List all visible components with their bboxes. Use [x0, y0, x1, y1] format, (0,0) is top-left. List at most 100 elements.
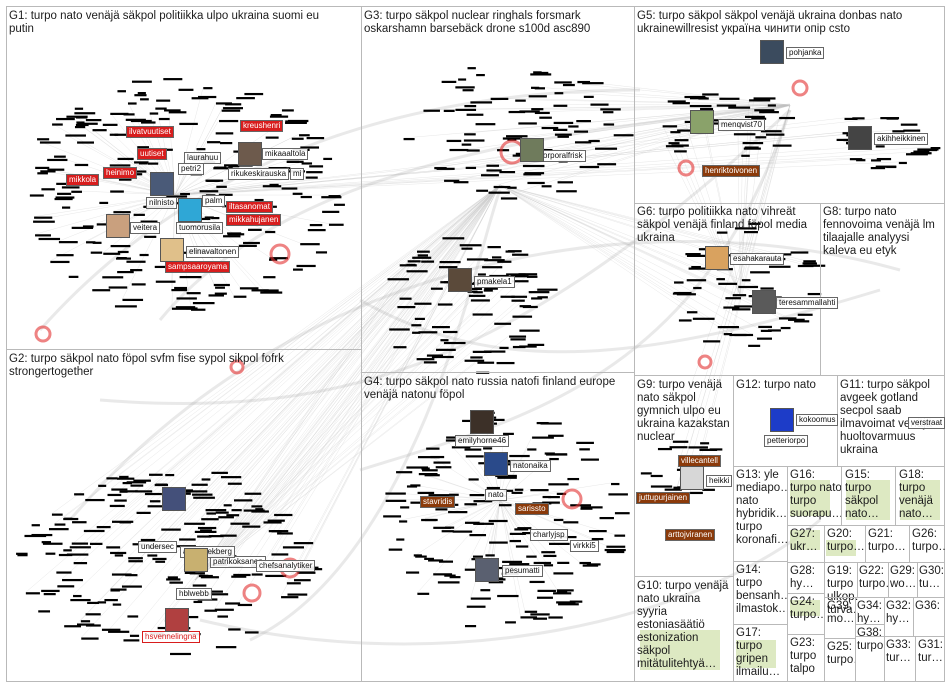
- vertex-node: [198, 574, 213, 578]
- vertex-node: [475, 123, 496, 126]
- vertex-node: [485, 554, 495, 557]
- vertex-node: [417, 592, 430, 595]
- vertex-node: [464, 521, 480, 524]
- vertex-node: [486, 486, 500, 490]
- vertex-node: [579, 448, 590, 451]
- vertex-label: petri2: [178, 163, 205, 175]
- group-label-g25: G25: turpo…: [827, 641, 856, 666]
- group-label-g39: G39: mo…: [827, 600, 855, 625]
- vertex-node: [74, 163, 89, 167]
- vertex-node: [754, 109, 775, 112]
- avatar-corporalfrisk: [520, 138, 544, 162]
- vertex-node: [423, 361, 437, 364]
- vertex-label: verstraat: [908, 417, 946, 429]
- vertex-node: [242, 525, 261, 528]
- vertex-node: [470, 101, 493, 104]
- vertex-node: [502, 137, 523, 140]
- vertex-node: [512, 315, 533, 318]
- edge: [499, 482, 612, 501]
- vertex-node: [537, 296, 548, 299]
- vertex-node: [477, 361, 495, 364]
- vertex-node: [268, 530, 289, 533]
- vertex-node: [184, 522, 205, 525]
- vertex-node: [200, 576, 219, 579]
- vertex-node: [503, 432, 514, 435]
- avatar-undersec: [162, 487, 186, 511]
- group-label-g3: G3: turpo säkpol nuclear ringhals forsma…: [364, 10, 591, 35]
- vertex-node: [92, 129, 107, 132]
- vertex-node: [640, 472, 652, 475]
- vertex-node: [606, 545, 626, 548]
- vertex-node: [56, 182, 72, 185]
- vertex-node: [305, 176, 318, 179]
- vertex-node: [154, 265, 169, 269]
- vertex-node: [415, 555, 427, 558]
- vertex-node: [462, 89, 474, 92]
- vertex-node: [199, 190, 219, 193]
- edge: [63, 184, 501, 519]
- edge: [194, 305, 398, 581]
- vertex-label: rikukeskirauska: [228, 168, 290, 180]
- edge: [267, 184, 501, 520]
- vertex-node: [510, 275, 529, 278]
- vertex-node: [505, 250, 515, 253]
- vertex-node: [285, 121, 307, 124]
- vertex-node: [334, 203, 345, 206]
- vertex-node: [292, 268, 303, 271]
- vertex-node: [506, 273, 526, 276]
- vertex-node: [444, 574, 456, 577]
- vertex-node: [383, 515, 402, 518]
- vertex-node: [844, 117, 858, 121]
- edge: [194, 350, 473, 581]
- edge: [194, 260, 422, 581]
- vertex-node: [103, 252, 121, 255]
- vertex-node: [418, 331, 438, 334]
- vertex-node: [223, 235, 241, 238]
- vertex-node: [418, 472, 438, 476]
- vertex-node: [436, 348, 456, 351]
- vertex-node: [719, 97, 740, 100]
- vertex-node: [197, 526, 217, 530]
- vertex-node: [269, 115, 289, 118]
- vertex-node: [613, 134, 634, 137]
- vertex-node: [123, 639, 140, 642]
- thumbnail-block: [826, 540, 856, 556]
- vertex-node: [97, 601, 107, 604]
- vertex-node: [412, 256, 432, 259]
- vertex-node: [802, 262, 817, 265]
- vertex-node: [414, 302, 432, 305]
- vertex-node: [45, 552, 56, 555]
- vertex-node: [64, 625, 81, 628]
- vertex-node: [34, 216, 53, 219]
- vertex-node: [300, 195, 312, 199]
- vertex-node: [913, 150, 930, 153]
- vertex-node: [263, 521, 282, 524]
- highlight-ring: [229, 359, 245, 375]
- vertex-node: [144, 492, 162, 496]
- avatar-veitera: [106, 214, 130, 238]
- vertex-node: [66, 553, 89, 556]
- vertex-node: [731, 308, 751, 311]
- vertex-node: [536, 421, 549, 425]
- highlight-ring: [242, 583, 262, 603]
- vertex-node: [514, 488, 524, 491]
- edge: [194, 260, 408, 581]
- edge: [499, 184, 675, 293]
- vertex-node: [85, 624, 101, 627]
- vertex-node: [524, 610, 538, 613]
- edge: [499, 184, 761, 288]
- vertex-node: [83, 529, 105, 533]
- vertex-node: [192, 302, 215, 305]
- vertex-node: [137, 146, 150, 149]
- vertex-node: [807, 292, 822, 296]
- vertex-node: [191, 97, 209, 100]
- vertex-node: [732, 294, 747, 297]
- vertex-node: [179, 538, 196, 541]
- vertex-node: [803, 260, 816, 263]
- highlight-ring: [269, 243, 291, 265]
- vertex-node: [583, 95, 594, 98]
- vertex-node: [163, 148, 173, 151]
- vertex-label: petteriorpo: [764, 435, 809, 447]
- vertex-node: [685, 253, 701, 256]
- group-label-g13: G13: yle mediapo… nato hybridik… turpo k…: [736, 469, 788, 546]
